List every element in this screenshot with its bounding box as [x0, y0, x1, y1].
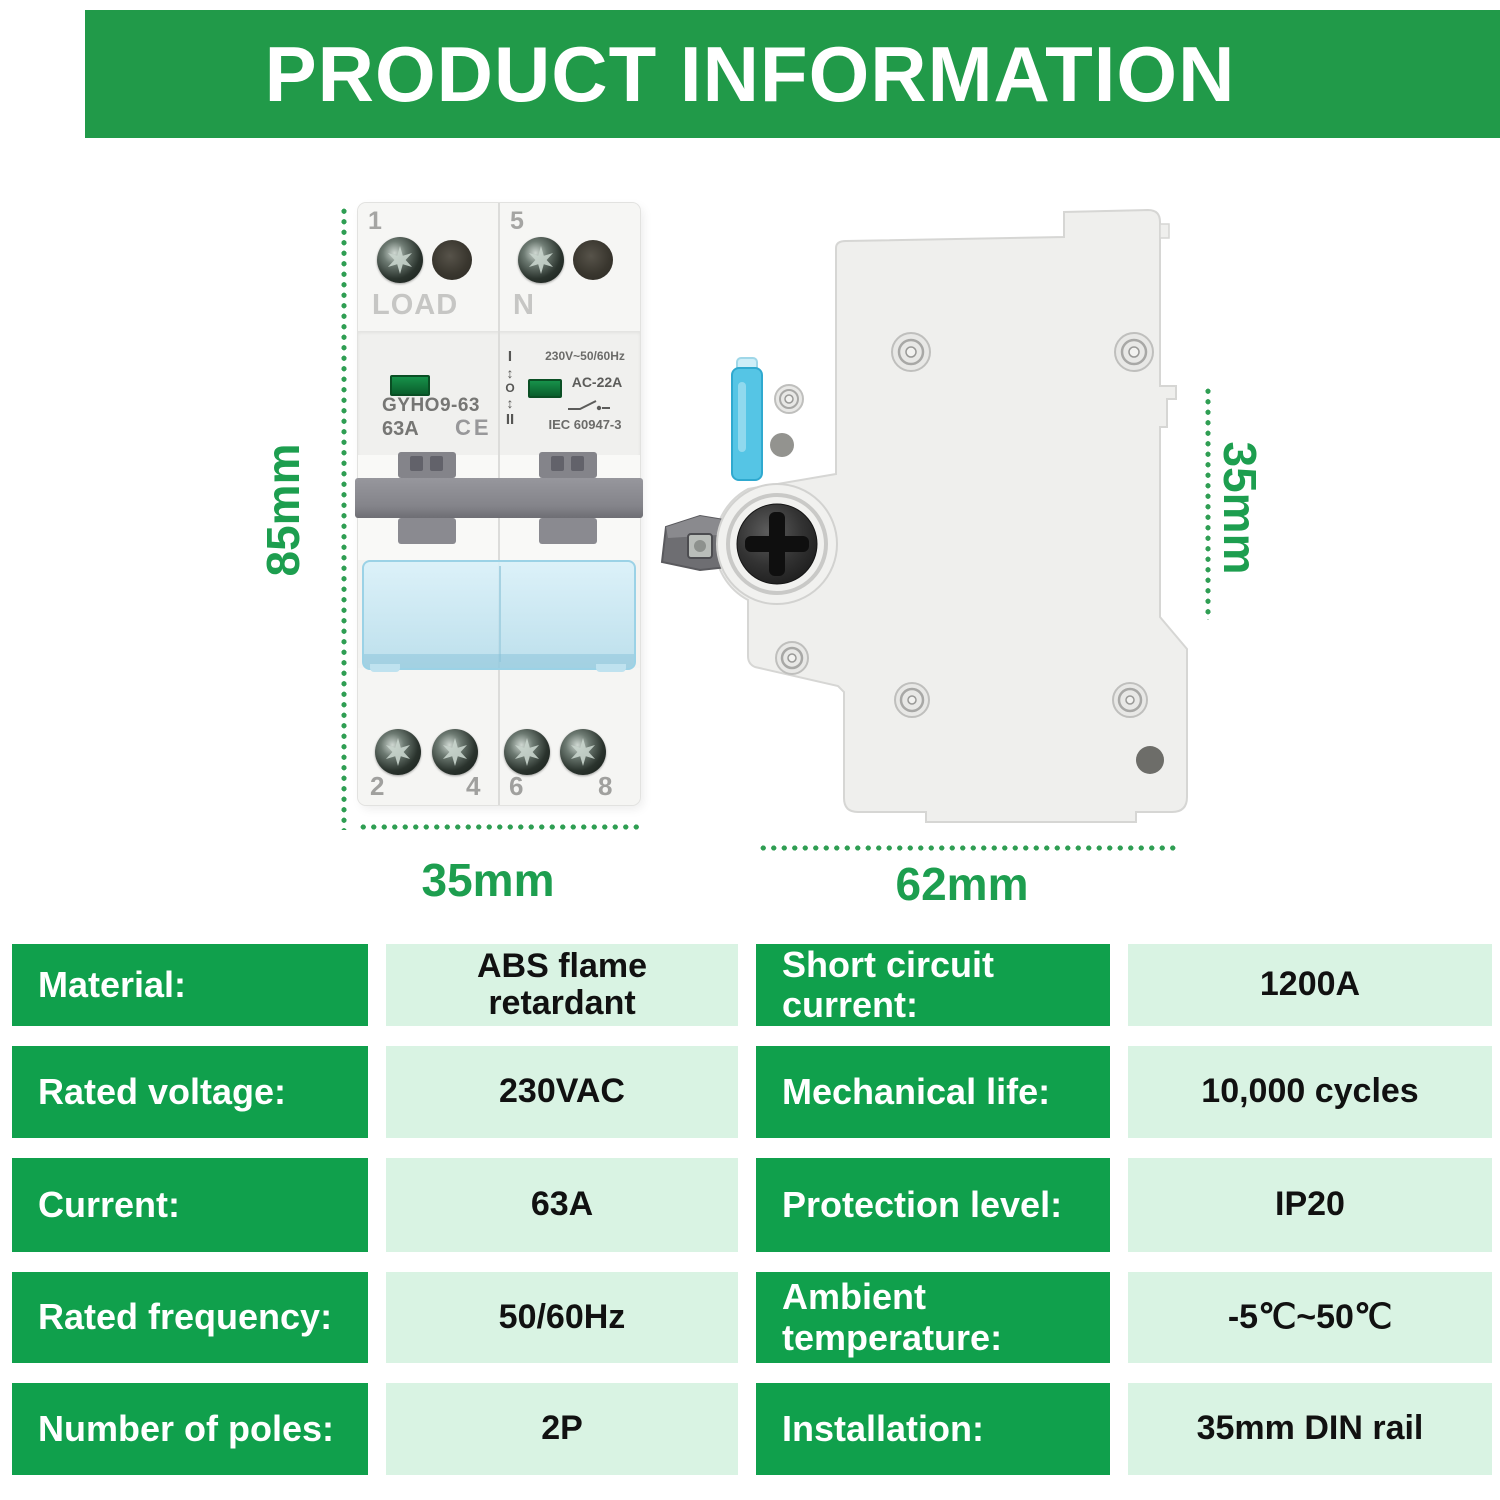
dimension-label-side-depth: 62mm: [895, 858, 1029, 910]
spec-value-mechanical-life: 10,000 cycles: [1128, 1046, 1492, 1138]
position-II-label: II: [505, 411, 515, 428]
spec-label-protection-level: Protection level:: [756, 1158, 1110, 1252]
handle-clip: [398, 518, 456, 544]
iec-standard-marking: IEC 60947-3: [548, 417, 622, 432]
cross-slot-icon: [745, 536, 809, 552]
dimension-line-side-depth: [758, 845, 1178, 851]
status-indicator-window: [528, 379, 562, 398]
rivet-icon: [775, 641, 809, 675]
model-number: GYHO9-63: [382, 395, 480, 416]
voltage-marking: 230V~50/60Hz: [545, 349, 625, 363]
switch-position-indicators: I ↕ O ↕ II: [501, 349, 519, 427]
spec-label-rated-frequency: Rated frequency:: [12, 1272, 368, 1363]
spec-label-material: Material:: [12, 944, 368, 1026]
pole-number: 6: [509, 771, 524, 801]
terminal-screw-icon: [504, 729, 550, 775]
spec-value-current: 63A: [386, 1158, 738, 1252]
din-rail-tab: [1159, 223, 1170, 239]
spec-value-number-of-poles: 2P: [386, 1383, 738, 1475]
handle-clip: [398, 452, 456, 478]
spec-value-ambient-temperature: -5℃~50℃: [1128, 1272, 1492, 1363]
dimension-label-front-width: 35mm: [421, 854, 555, 906]
spec-label-installation: Installation:: [756, 1383, 1110, 1475]
position-I-label: I: [507, 348, 513, 365]
pole-number: 1: [368, 207, 382, 235]
spec-label-ambient-temperature: Ambient temperature:: [756, 1272, 1110, 1363]
handle-clip: [539, 518, 597, 544]
neutral-terminal-label: N: [513, 289, 535, 321]
spec-value-installation: 35mm DIN rail: [1128, 1383, 1492, 1475]
spec-label-short-circuit-current: Short circuit current:: [756, 944, 1110, 1026]
status-indicator-window: [390, 375, 430, 396]
spec-label-mechanical-life: Mechanical life:: [756, 1046, 1110, 1138]
rated-current-marking: 63A: [382, 418, 419, 440]
rivet-icon: [894, 682, 930, 718]
pole-number: 5: [510, 207, 524, 235]
spec-label-current: Current:: [12, 1158, 368, 1252]
terminal-screw-icon: [375, 729, 421, 775]
handle-pin-center: [694, 540, 706, 552]
side-hole: [770, 433, 794, 457]
dimension-line-front-height: [341, 206, 347, 830]
terminal-hole: [573, 240, 613, 280]
ce-mark: CE: [455, 415, 492, 440]
disconnect-switch-symbol-icon: [566, 398, 612, 417]
terminal-hole: [432, 240, 472, 280]
spec-label-number-of-poles: Number of poles:: [12, 1383, 368, 1475]
spec-value-protection-level: IP20: [1128, 1158, 1492, 1252]
terminal-screw-icon: [518, 237, 564, 283]
toggle-handle-bar: [355, 478, 643, 518]
side-hole: [1136, 746, 1164, 774]
dimension-line-side-height: [1205, 386, 1211, 620]
arrow-updown-icon: ↕: [506, 395, 514, 411]
terminal-screw-icon: [377, 237, 423, 283]
page-title: PRODUCT INFORMATION: [264, 30, 1236, 118]
cover-tab: [370, 664, 400, 672]
rivet-icon: [1114, 332, 1154, 372]
clip-highlight: [738, 382, 746, 452]
spec-value-material: ABS flame retardant: [386, 944, 738, 1026]
spec-value-short-circuit-current: 1200A: [1128, 944, 1492, 1026]
rivet-icon: [774, 384, 804, 414]
blue-release-clip: [731, 367, 763, 481]
dimension-line-front-width: [358, 824, 640, 830]
side-body: [713, 208, 1188, 823]
spec-value-rated-voltage: 230VAC: [386, 1046, 738, 1138]
handle-clip: [539, 452, 597, 478]
dimension-label-front-height: 85mm: [257, 443, 309, 577]
terminal-screw-icon: [432, 729, 478, 775]
spec-value-rated-frequency: 50/60Hz: [386, 1272, 738, 1363]
arrow-updown-icon: ↕: [506, 365, 514, 381]
cover-tab: [596, 664, 626, 672]
product-side-view: [660, 208, 1188, 823]
pole-number: 2: [370, 771, 385, 801]
pole-number: 8: [598, 771, 613, 801]
pole-number: 4: [466, 771, 481, 801]
rivet-icon: [891, 332, 931, 372]
terminal-screw-icon: [560, 729, 606, 775]
utilization-category-marking: AC-22A: [571, 374, 623, 390]
header-banner: PRODUCT INFORMATION: [85, 10, 1500, 138]
spec-label-rated-voltage: Rated voltage:: [12, 1046, 368, 1138]
shaft-groove: [726, 493, 828, 595]
dimension-label-side-height: 35mm: [1214, 441, 1266, 575]
load-terminal-label: LOAD: [372, 289, 459, 321]
product-front-view: 1 5 LOAD N GYHO9-63 63A CE I ↕ O ↕ II 23…: [355, 203, 643, 805]
position-O-label: O: [505, 381, 515, 395]
spec-table: Material: ABS flame retardant Short circ…: [12, 944, 1492, 1475]
rivet-icon: [1112, 682, 1148, 718]
transparent-lockout-cover: [362, 560, 636, 670]
